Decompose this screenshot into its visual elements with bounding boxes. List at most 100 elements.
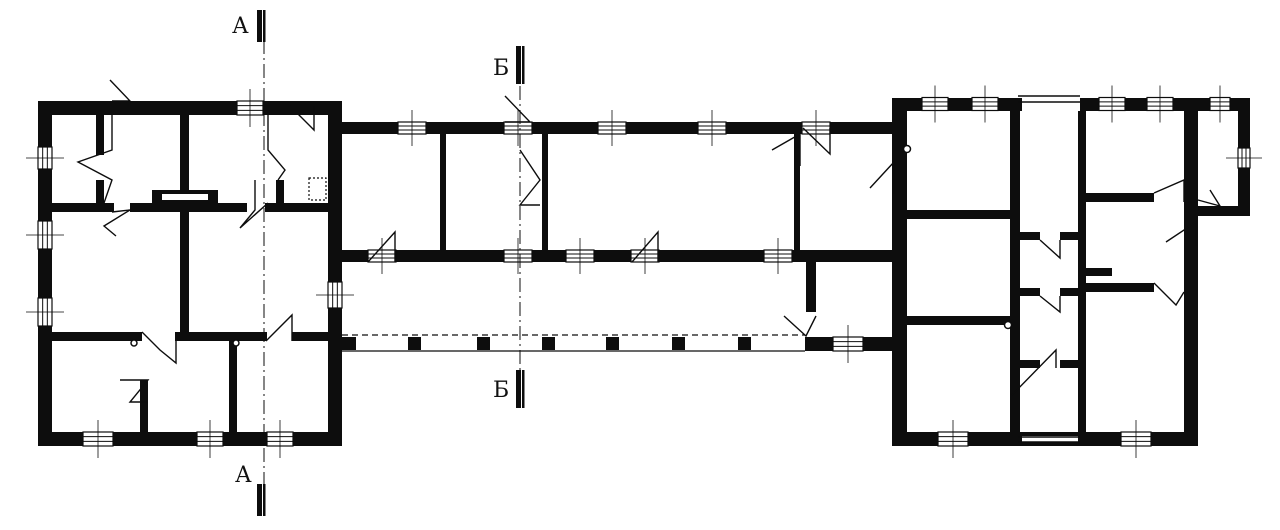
window	[971, 85, 999, 123]
door-swing	[631, 230, 659, 263]
right-wing-partition	[1086, 268, 1112, 276]
left-wing-partition	[130, 203, 247, 212]
section-a-marker	[257, 10, 262, 42]
door-swing	[518, 149, 541, 206]
window	[503, 238, 533, 274]
window	[367, 238, 397, 274]
right-wing-partition	[907, 316, 1010, 325]
window	[1120, 420, 1152, 458]
gallery-pier	[606, 337, 619, 350]
door-swing	[120, 379, 150, 403]
door-swing	[802, 127, 831, 156]
left-wing-chimney-flue	[162, 194, 208, 200]
section-b-marker	[516, 46, 521, 84]
corridor-north-opening	[1022, 96, 1078, 102]
annex-south-wall	[1198, 206, 1250, 216]
window	[565, 238, 595, 274]
left-wing-partition	[265, 203, 328, 212]
window	[801, 110, 831, 146]
section-line-a: А А	[232, 10, 266, 516]
right-wing-partition	[1086, 283, 1154, 292]
gallery-pier	[342, 337, 356, 350]
right-wing-partition	[1020, 288, 1040, 296]
left-wing-partition	[96, 115, 104, 155]
left-wing-east-wall	[328, 101, 342, 446]
left-wing-partition	[52, 332, 142, 341]
door-swing	[869, 160, 895, 194]
window	[397, 110, 427, 146]
section-a-label-top: А	[232, 14, 249, 39]
section-a-marker	[257, 484, 262, 516]
right-wing-east-wall	[1184, 98, 1198, 446]
window	[26, 220, 64, 250]
section-b-marker	[522, 46, 525, 84]
window	[763, 238, 793, 274]
stove-marker	[1003, 320, 1013, 330]
window	[196, 420, 224, 458]
door-swing	[771, 132, 801, 166]
right-wing-north-wall	[892, 98, 1022, 111]
door-swing	[289, 105, 315, 132]
door-swing	[141, 331, 177, 365]
left-wing-spine-wall	[180, 110, 189, 332]
gallery-pier	[408, 337, 421, 350]
window	[597, 110, 627, 146]
door-swing	[1039, 239, 1061, 260]
gallery-pier	[477, 337, 490, 350]
window	[26, 297, 64, 327]
door-swing	[1153, 178, 1185, 202]
left-wing-partition	[276, 180, 284, 203]
right-wing-partition	[1060, 288, 1078, 296]
door-swing	[1165, 220, 1197, 246]
door-swing	[76, 115, 113, 204]
window	[697, 110, 727, 146]
section-a-label-bottom: А	[235, 463, 252, 488]
door-swing	[1011, 348, 1057, 396]
door-swings	[76, 79, 1222, 403]
section-b-marker	[522, 370, 525, 408]
left-wing-partition	[229, 341, 237, 432]
gallery-pier	[738, 337, 751, 350]
window	[503, 110, 533, 146]
section-line-b: Б Б	[493, 46, 525, 408]
left-wing-stove	[308, 177, 327, 201]
window	[1226, 147, 1262, 169]
central-middle-wall	[342, 250, 894, 262]
door-swing	[102, 209, 131, 237]
stove-marker	[902, 144, 912, 154]
door-swing	[1039, 295, 1061, 314]
window	[1209, 85, 1231, 123]
left-wing-partition	[175, 332, 267, 341]
right-wing-partition	[1060, 360, 1078, 368]
left-wing-partition	[96, 180, 104, 203]
section-b-label-bottom: Б	[493, 378, 509, 403]
right-wing-partition	[1086, 193, 1154, 202]
section-a-marker	[263, 10, 266, 42]
window	[1098, 85, 1126, 123]
left-wing-south-wall	[38, 432, 342, 446]
window	[937, 420, 969, 458]
door-swing	[265, 313, 293, 342]
left-wing	[38, 101, 342, 446]
window	[316, 281, 354, 309]
right-wing-partition	[1060, 232, 1078, 240]
windows-layer	[26, 85, 1262, 458]
corridor-south-opening	[1022, 436, 1078, 442]
left-wing-partition	[52, 203, 114, 212]
right-wing-partition	[1020, 360, 1040, 368]
window	[1146, 85, 1174, 123]
central-partition	[542, 134, 548, 250]
window	[832, 325, 864, 363]
central-partition	[440, 134, 446, 250]
right-wing-corridor-wall	[1010, 111, 1020, 432]
window	[921, 85, 949, 123]
door-swing	[367, 230, 396, 263]
left-wing-partition	[292, 332, 328, 341]
gallery-pier	[672, 337, 685, 350]
window	[26, 146, 64, 170]
door-swing	[783, 315, 817, 338]
window	[82, 420, 114, 458]
section-b-marker	[516, 370, 521, 408]
